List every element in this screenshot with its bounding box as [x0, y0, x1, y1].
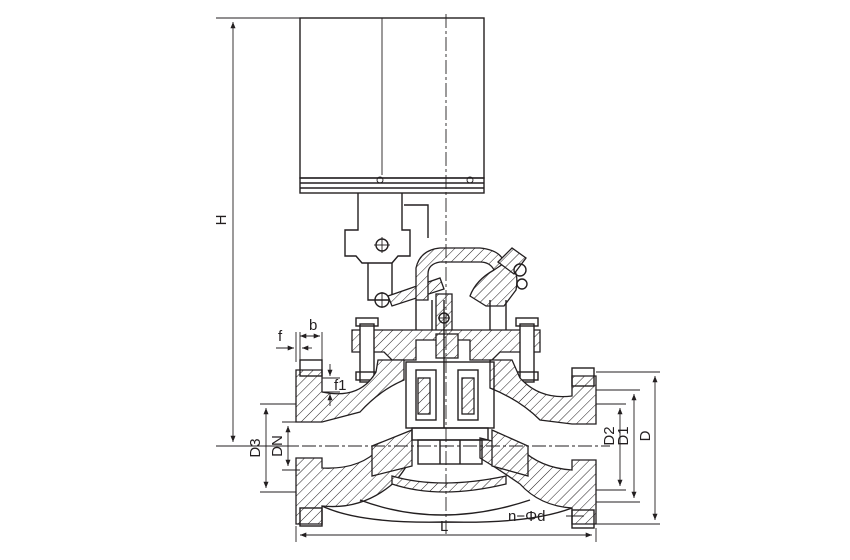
- valve-body: [295, 359, 597, 529]
- label-D: D: [637, 430, 654, 441]
- label-H: H: [213, 215, 230, 226]
- label-f1: f1: [334, 377, 347, 394]
- label-n-phi-d: n−Φd: [508, 508, 545, 525]
- bonnet-flange: [351, 317, 541, 383]
- label-D3: D3: [247, 438, 264, 457]
- label-b: b: [309, 317, 317, 334]
- dimension-lines: [216, 17, 660, 542]
- label-L: L: [440, 518, 448, 535]
- valve-trim: [405, 300, 495, 465]
- yoke-housing: [415, 247, 528, 335]
- label-D1: D1: [615, 426, 632, 445]
- actuator: [299, 17, 485, 194]
- label-f: f: [278, 328, 283, 345]
- label-D2: D2: [601, 426, 618, 445]
- label-DN: DN: [269, 435, 286, 457]
